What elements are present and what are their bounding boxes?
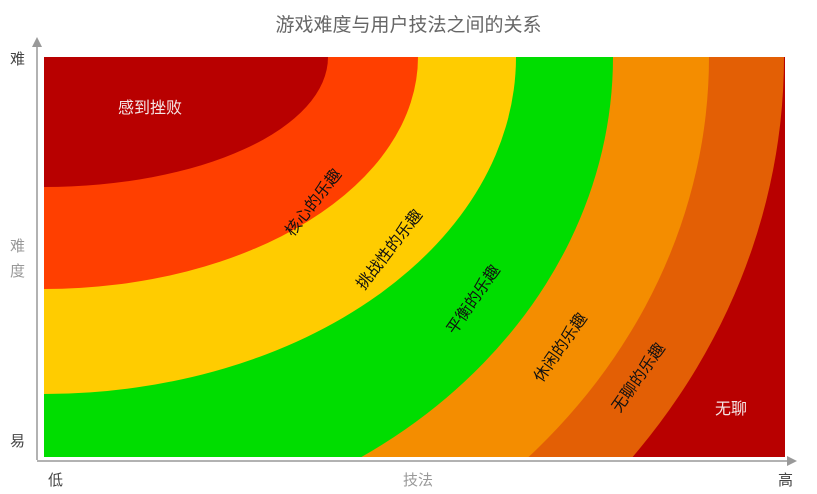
region-frustrated <box>44 57 328 187</box>
y-axis-title-char-1: 难 <box>10 237 26 255</box>
label-frustrated: 感到挫败 <box>118 98 182 117</box>
y-axis-title-char-2: 度 <box>10 262 26 280</box>
label-boring: 无聊 <box>715 399 747 418</box>
y-axis-arrow-icon <box>32 37 42 47</box>
x-axis-high-label: 高 <box>778 471 794 489</box>
y-axis-high-label: 难 <box>10 50 26 68</box>
chart-title: 游戏难度与用户技法之间的关系 <box>275 14 542 36</box>
x-axis-title: 技法 <box>403 471 434 489</box>
x-axis-arrow-icon <box>787 456 797 466</box>
y-axis-low-label: 易 <box>10 432 26 450</box>
x-axis-low-label: 低 <box>48 471 64 489</box>
plot-area <box>44 57 785 457</box>
